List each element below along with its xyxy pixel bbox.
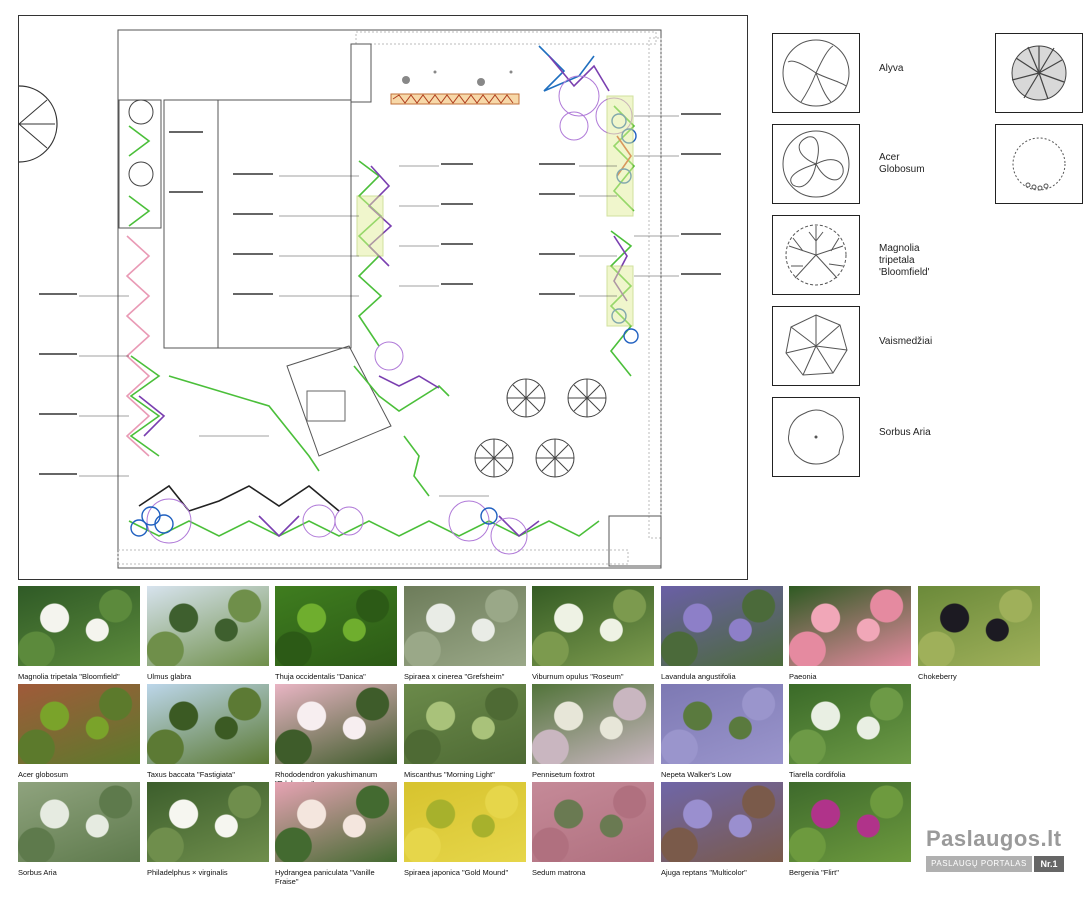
flowering-shrub-icon	[995, 124, 1083, 204]
plant-caption: Tiarella cordifolia	[789, 770, 846, 779]
plant-photo	[275, 782, 397, 862]
plant-caption: Philadelphus × virginalis	[147, 868, 228, 877]
plant-caption: Spiraea japonica "Gold Mound"	[404, 868, 509, 877]
watermark-rank: Nr.1	[1034, 856, 1064, 872]
plant-caption: Hydrangea paniculata "Vanille Fraise"	[275, 868, 375, 886]
legend-item-acer: Acer Globosum	[770, 124, 1070, 208]
plant-card: Rhododendron yakushimanum "Edelweiss"	[275, 684, 397, 788]
fruit-tree-icon	[772, 306, 860, 386]
maple-globe-icon	[772, 124, 860, 204]
plant-caption: Chokeberry	[918, 672, 957, 681]
legend-item-vaismedziai: Vaismedžiai	[770, 306, 1070, 390]
lilac-tree-icon	[772, 33, 860, 113]
plant-caption: Sorbus Aria	[18, 868, 57, 877]
legend-label: Alyva	[879, 63, 904, 74]
plant-photo	[404, 782, 526, 862]
plant-photo	[661, 782, 783, 862]
plant-photo	[918, 586, 1040, 666]
plant-caption: Lavandula angustifolia	[661, 672, 736, 681]
plant-photo	[275, 586, 397, 666]
legend-item-sorbus: Sorbus Aria	[770, 397, 1070, 481]
plant-card: Ulmus glabra	[147, 586, 269, 681]
plant-card: Magnolia tripetala "Bloomfield"	[18, 586, 140, 681]
plant-photo	[532, 684, 654, 764]
plant-card: Acer globosum	[18, 684, 140, 779]
plant-caption: Ulmus glabra	[147, 672, 192, 681]
plant-caption: Bergenia "Flirt"	[789, 868, 839, 877]
plan-drawing	[19, 29, 721, 569]
plant-photo	[532, 782, 654, 862]
legend-item-alyva: Alyva	[770, 33, 1070, 117]
landscape-plan	[18, 15, 748, 580]
dark-shrub-icon	[995, 33, 1083, 113]
plant-card: Ajuga reptans "Multicolor"	[661, 782, 783, 877]
plant-photo	[404, 684, 526, 764]
plant-caption: Paeonia	[789, 672, 817, 681]
sorbus-tree-icon	[772, 397, 860, 477]
plant-photo	[18, 782, 140, 862]
plant-photo	[789, 684, 911, 764]
plant-caption: Spiraea x cinerea "Grefsheim"	[404, 672, 505, 681]
plant-card: Spiraea x cinerea "Grefsheim"	[404, 586, 526, 681]
plant-photo	[147, 782, 269, 862]
plant-caption: Viburnum opulus "Roseum"	[532, 672, 624, 681]
plant-photo	[147, 684, 269, 764]
plant-card: Hydrangea paniculata "Vanille Fraise"	[275, 782, 397, 886]
legend-item-magnolia: Magnolia tripetala 'Bloomfield'	[770, 215, 1070, 299]
plant-photo	[789, 782, 911, 862]
plant-card: Taxus baccata "Fastigiata"	[147, 684, 269, 779]
watermark-subtitle: PASLAUGŲ PORTALAS	[926, 856, 1032, 872]
plant-photo	[661, 684, 783, 764]
plant-photo	[404, 586, 526, 666]
legend-label: Magnolia tripetala 'Bloomfield'	[879, 243, 930, 278]
plant-caption: Taxus baccata "Fastigiata"	[147, 770, 235, 779]
watermark-logo: Paslaugos.lt PASLAUGŲ PORTALAS Nr.1	[924, 826, 1064, 878]
plant-photo	[661, 586, 783, 666]
legend-label: Sorbus Aria	[879, 427, 931, 438]
plant-card: Pennisetum foxtrot	[532, 684, 654, 779]
magnolia-tree-icon	[772, 215, 860, 295]
plant-card: Spiraea japonica "Gold Mound"	[404, 782, 526, 877]
plant-card: Nepeta Walker's Low	[661, 684, 783, 779]
plant-caption: Miscanthus "Morning Light"	[404, 770, 495, 779]
plant-caption: Thuja occidentalis "Danica"	[275, 672, 366, 681]
plant-card: Philadelphus × virginalis	[147, 782, 269, 877]
plant-photo	[18, 586, 140, 666]
plant-caption: Pennisetum foxtrot	[532, 770, 595, 779]
plant-card: Sedum matrona	[532, 782, 654, 877]
plant-card: Sorbus Aria	[18, 782, 140, 877]
plant-photo	[18, 684, 140, 764]
plant-photo	[275, 684, 397, 764]
plant-card: Miscanthus "Morning Light"	[404, 684, 526, 779]
plant-caption: Sedum matrona	[532, 868, 586, 877]
plant-caption: Ajuga reptans "Multicolor"	[661, 868, 747, 877]
plant-caption: Acer globosum	[18, 770, 69, 779]
plant-card: Tiarella cordifolia	[789, 684, 911, 779]
plant-caption: Nepeta Walker's Low	[661, 770, 732, 779]
plant-card: Bergenia "Flirt"	[789, 782, 911, 877]
plant-caption: Magnolia tripetala "Bloomfield"	[18, 672, 120, 681]
watermark-title: Paslaugos.lt	[926, 826, 1062, 851]
plant-photo	[532, 586, 654, 666]
plant-card: Lavandula angustifolia	[661, 586, 783, 681]
legend-label: Acer Globosum	[879, 152, 925, 175]
plant-photo	[789, 586, 911, 666]
plant-card: Chokeberry	[918, 586, 1040, 681]
plant-card: Thuja occidentalis "Danica"	[275, 586, 397, 681]
legend-label: Vaismedžiai	[879, 336, 933, 347]
plant-photo	[147, 586, 269, 666]
plant-card: Paeonia	[789, 586, 911, 681]
plant-card: Viburnum opulus "Roseum"	[532, 586, 654, 681]
